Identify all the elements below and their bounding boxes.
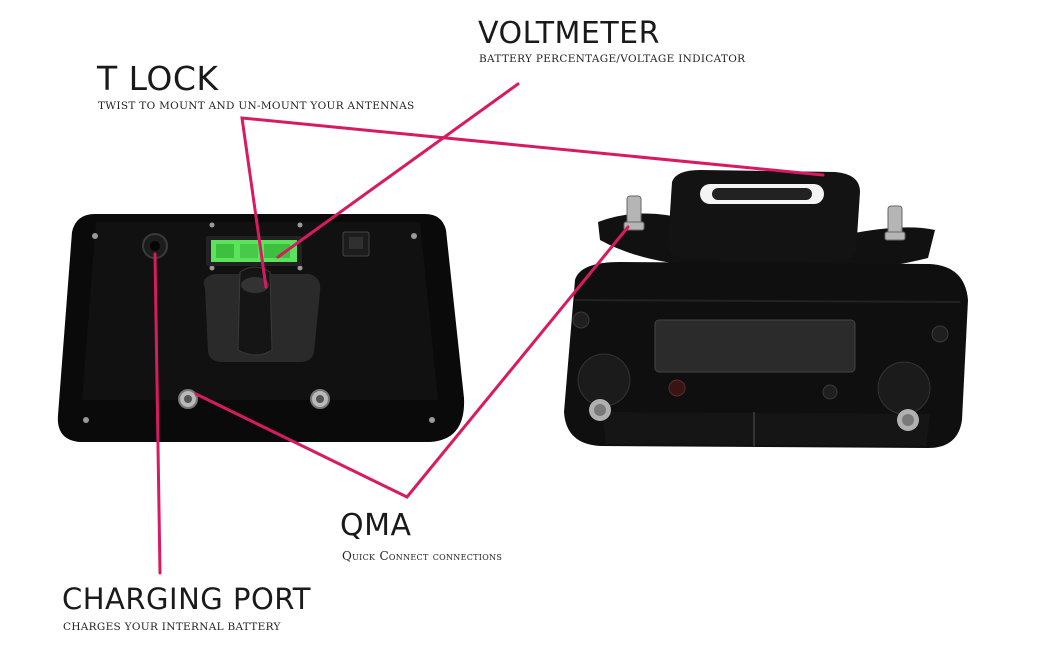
charging-port-callout-line xyxy=(153,252,162,575)
voltmeter-title: VOLTMETER xyxy=(478,16,660,51)
function-button xyxy=(822,384,838,400)
t-lock-knob xyxy=(203,266,321,362)
charging-port-subtitle: charges your internal battery xyxy=(63,621,281,633)
charging-port-title: CHARGING PORT xyxy=(62,582,312,616)
pause-button xyxy=(668,379,686,397)
t-lock-title: T LOCK xyxy=(97,59,219,98)
qma-subtitle: Quick Connect connections xyxy=(342,549,503,563)
return-home-button xyxy=(572,311,590,329)
t-lock-callout-line xyxy=(240,116,825,289)
power-button xyxy=(931,325,949,343)
right-stick xyxy=(877,361,931,431)
callout-lines xyxy=(153,82,825,575)
qma-title: QMA xyxy=(340,508,412,543)
qma-callout-line xyxy=(194,225,630,499)
plate-qma-connectors xyxy=(178,389,330,409)
power-switch xyxy=(342,231,370,257)
plate-screws xyxy=(83,222,435,423)
top-mount-block xyxy=(668,170,860,262)
t-lock-subtitle: twist to mount and un-mount your antenna… xyxy=(98,100,415,112)
voltmeter-callout-line xyxy=(276,82,520,259)
left-stick xyxy=(577,353,631,421)
remote-controller xyxy=(564,170,968,448)
controller-screen xyxy=(654,319,856,373)
voltmeter-subtitle: battery percentage/voltage indicator xyxy=(479,53,746,65)
